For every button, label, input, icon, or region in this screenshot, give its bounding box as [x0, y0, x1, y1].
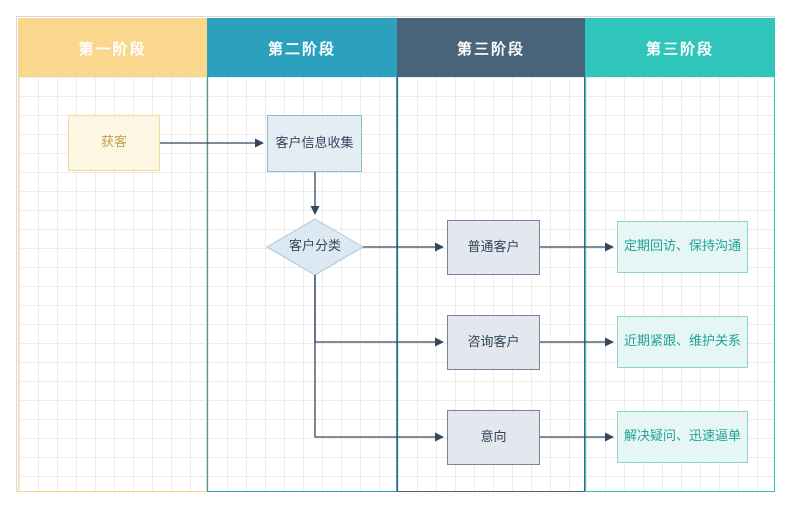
node-acquire[interactable]: 获客 — [68, 115, 160, 171]
node-followup-consult[interactable]: 近期紧跟、维护关系 — [617, 316, 748, 368]
node-collect[interactable]: 客户信息收集 — [267, 115, 362, 172]
lane-phase-4-title: 第三阶段 — [645, 39, 714, 58]
node-consult-customer[interactable]: 咨询客户 — [447, 315, 540, 370]
node-followup-normal[interactable]: 定期回访、保持沟通 — [617, 221, 748, 273]
lane-phase-3-header[interactable]: 第三阶段 — [398, 19, 584, 77]
edge-classify-intent — [314, 275, 444, 442]
node-normal-customer[interactable]: 普通客户 — [447, 220, 540, 275]
lane-phase-1-title: 第一阶段 — [78, 39, 147, 58]
lane-phase-3-title: 第三阶段 — [456, 39, 525, 58]
node-intent-customer[interactable]: 意向 — [447, 410, 540, 465]
node-followup-intent[interactable]: 解决疑问、迅速逼单 — [617, 411, 748, 463]
edge-classify-consult — [314, 275, 444, 347]
lane-phase-1-header[interactable]: 第一阶段 — [19, 19, 206, 77]
lane-phase-4-header[interactable]: 第三阶段 — [586, 19, 774, 77]
lane-phase-2-header[interactable]: 第二阶段 — [208, 19, 396, 77]
lane-phase-2-title: 第二阶段 — [267, 39, 336, 58]
node-classify-label[interactable]: 客户分类 — [288, 239, 341, 255]
